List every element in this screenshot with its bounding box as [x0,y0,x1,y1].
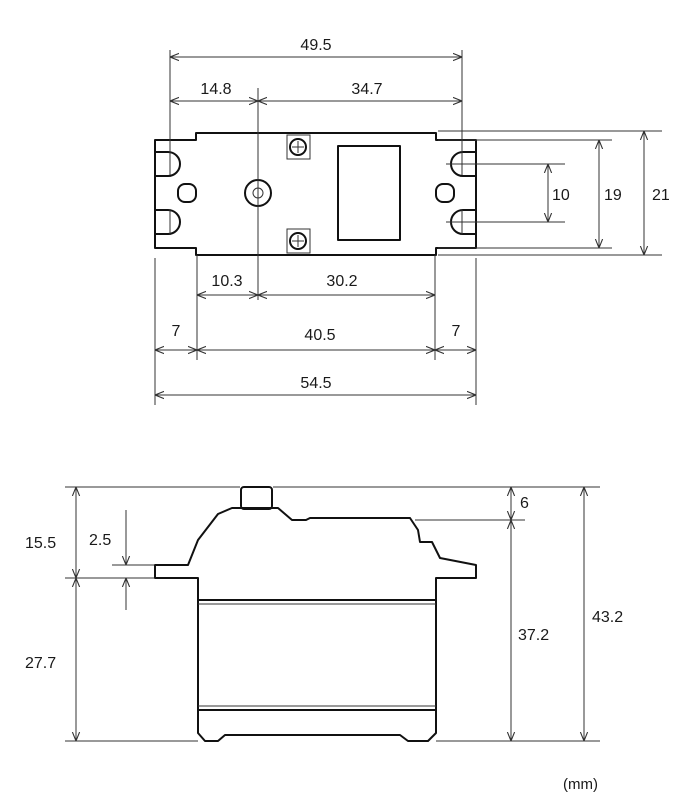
screw-bottom [286,228,311,254]
left-slot-bottom [155,209,181,235]
left-slot-middle [177,183,197,203]
dim-54-5: 54.5 [300,375,331,392]
dim-27-7: 27.7 [25,655,56,672]
left-slot-top [155,151,181,177]
dim-6: 6 [520,495,529,512]
dim-15-5: 15.5 [25,535,56,552]
top-view: 49.5 14.8 34.7 10 19 21 10.3 30.2 7 40.5… [154,37,670,405]
upper-case-outline [154,507,477,600]
dim-7-left: 7 [172,323,181,340]
output-horn [240,486,273,510]
middle-case [197,599,437,711]
dim-14-8: 14.8 [200,81,231,98]
bottom-case [197,710,437,742]
dim-7-right: 7 [452,323,461,340]
dim-30-2: 30.2 [326,273,357,290]
unit-label: (mm) [563,776,598,793]
dim-49-5: 49.5 [300,37,331,54]
dim-19: 19 [604,187,622,204]
dim-43-2: 43.2 [592,609,623,626]
label-window [337,145,401,241]
right-slot-middle [435,183,455,203]
screw-top [286,134,311,160]
dim-37-2: 37.2 [518,627,549,644]
dim-10: 10 [552,187,570,204]
dim-21: 21 [652,187,670,204]
top-flange-outline [154,132,477,256]
side-view: 15.5 2.5 27.7 6 37.2 43.2 [25,486,623,742]
dim-40-5: 40.5 [304,327,335,344]
dim-2-5: 2.5 [89,532,111,549]
dim-10-3: 10.3 [211,273,242,290]
dim-34-7: 34.7 [351,81,382,98]
